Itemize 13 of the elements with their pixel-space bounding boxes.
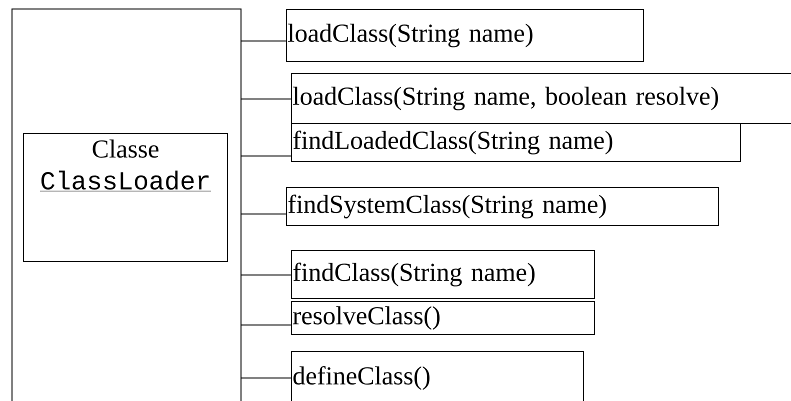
class-box: Classe ClassLoader [23, 133, 228, 262]
method-box: findClass(String name) [291, 250, 595, 299]
connector-line [240, 40, 286, 42]
method-box: findLoadedClass(String name) [291, 123, 742, 162]
method-box: resolveClass() [291, 301, 595, 335]
connector-line [240, 324, 292, 326]
method-box: findSystemClass(String name) [286, 187, 720, 226]
method-box: defineClass() [291, 351, 584, 401]
method-box: loadClass(String name) [286, 9, 644, 62]
connector-line [240, 274, 292, 276]
connector-line [240, 98, 292, 100]
method-box: loadClass(String name, boolean resolve) [291, 73, 791, 124]
container-box [12, 8, 242, 401]
